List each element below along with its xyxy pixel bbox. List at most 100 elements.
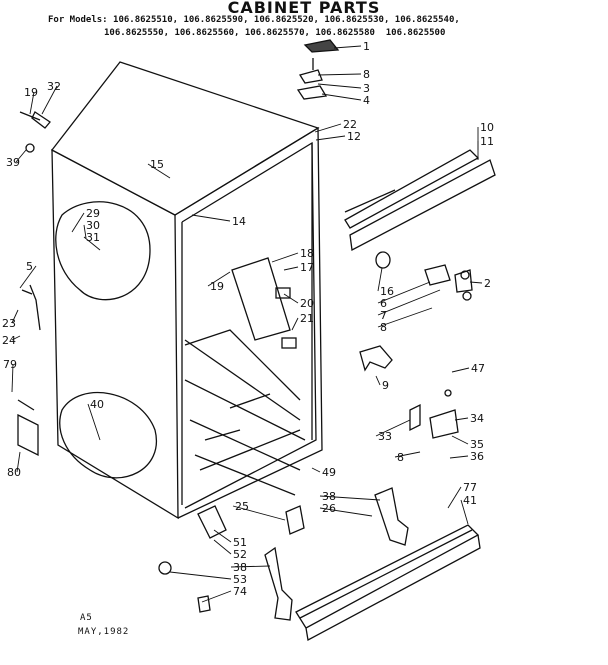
- lower-bracket-right: [374, 487, 409, 546]
- callout-leader: [16, 451, 21, 473]
- callout-number: 22: [343, 118, 357, 131]
- callout-leader: [283, 293, 299, 304]
- callout-leader: [314, 123, 342, 133]
- callout-number: 80: [7, 466, 21, 479]
- callout-number: 35: [470, 438, 484, 451]
- callout-number: 29: [86, 207, 100, 220]
- callout-number: 18: [300, 247, 314, 260]
- callout-number: 10: [480, 121, 494, 134]
- footer-code: A5: [80, 613, 93, 623]
- callout-number: 14: [232, 215, 246, 228]
- callout-leader: [311, 467, 321, 473]
- callout-number: 19: [210, 280, 224, 293]
- callout-leader: [449, 455, 469, 459]
- callout-number: 1: [363, 40, 370, 53]
- callout-leader: [41, 85, 58, 115]
- callout-leader: [169, 571, 232, 580]
- callout-leader: [87, 403, 101, 441]
- callout-number: 11: [480, 135, 494, 148]
- callout-number: 38: [322, 490, 336, 503]
- callout-leader: [11, 309, 19, 324]
- callout-leader: [394, 451, 421, 458]
- callout-number: 74: [233, 585, 247, 598]
- callout-number: 41: [463, 494, 477, 507]
- footer-date: MAY,1982: [78, 627, 130, 637]
- callout-number: 7: [380, 309, 387, 322]
- callout-leader: [454, 417, 469, 421]
- callout-number: 26: [322, 502, 336, 515]
- cabinet-shell: [51, 61, 323, 520]
- callout-leader: [29, 91, 35, 115]
- callout-number: 47: [471, 362, 485, 375]
- callout-number: 6: [380, 297, 387, 310]
- callout-number: 8: [397, 451, 404, 464]
- callout-leader: [319, 495, 381, 501]
- callout-number: 33: [378, 430, 392, 443]
- lower-bracket-left: [264, 546, 293, 621]
- callout-number: 52: [233, 548, 247, 561]
- callout-leader: [321, 93, 362, 101]
- callout-number: 53: [233, 573, 247, 586]
- callout-number: 15: [150, 158, 164, 171]
- callout-leader: [19, 265, 37, 289]
- callout-number: 77: [463, 481, 477, 494]
- callout-number: 30: [86, 219, 100, 232]
- callout-number: 8: [363, 68, 370, 81]
- callout-leader: [83, 224, 87, 239]
- callout-leader: [317, 83, 362, 89]
- models-line-2: 106.8625550, 106.8625560, 106.8625570, 1…: [104, 28, 446, 38]
- callout-leader: [191, 214, 231, 222]
- callout-number: 20: [300, 297, 314, 310]
- callout-leader: [207, 271, 231, 287]
- callout-leader: [11, 363, 14, 393]
- left-small-parts: [17, 111, 211, 613]
- callout-number: 31: [86, 231, 100, 244]
- diagram-title: CABINET PARTS: [227, 0, 381, 17]
- callout-leader: [283, 266, 299, 271]
- callout-leader: [11, 335, 21, 341]
- callout-leader: [15, 149, 27, 163]
- callout-leader: [377, 267, 383, 292]
- right-hinge-bracket: [375, 251, 473, 301]
- callout-leader: [469, 281, 483, 284]
- callout-leader: [147, 163, 171, 179]
- callout-number: 2: [484, 277, 491, 290]
- callout-leader: [315, 135, 346, 141]
- insulation-panel-upper: [55, 201, 151, 301]
- callout-number: 34: [470, 412, 484, 425]
- top-hinge-parts: [296, 39, 340, 100]
- callout-leader: [460, 499, 469, 525]
- callout-number: 3: [363, 82, 370, 95]
- callout-number: 5: [26, 260, 33, 273]
- callout-leader: [451, 367, 470, 373]
- callout-leader: [271, 252, 299, 263]
- callout-number: 16: [380, 285, 394, 298]
- callout-number: 40: [90, 398, 104, 411]
- callout-leader: [230, 565, 271, 568]
- callout-leader: [201, 590, 232, 603]
- models-line-1: For Models: 106.8625510, 106.8625590, 10…: [48, 15, 460, 25]
- callout-number: 49: [322, 466, 336, 479]
- callout-leader: [377, 281, 431, 304]
- callout-leader: [375, 375, 381, 386]
- callout-number: 23: [2, 317, 16, 330]
- callout-number: 24: [2, 334, 16, 347]
- callout-leader: [213, 539, 232, 555]
- center-bracket: [231, 257, 297, 349]
- door-rail: [344, 149, 496, 252]
- callout-number: 36: [470, 450, 484, 463]
- callout-number: 25: [235, 500, 249, 513]
- callout-number: 9: [382, 379, 389, 392]
- callout-leader: [447, 486, 462, 509]
- insulation-panel-lower: [59, 391, 158, 479]
- clip-25: [285, 505, 305, 535]
- callout-leader: [317, 73, 362, 76]
- callout-leader: [232, 505, 286, 521]
- callout-leader: [213, 529, 232, 543]
- callout-leader: [451, 435, 469, 445]
- callout-number: 21: [300, 312, 314, 325]
- callout-number: 51: [233, 536, 247, 549]
- callout-number: 19: [24, 86, 38, 99]
- callout-number: 79: [3, 358, 17, 371]
